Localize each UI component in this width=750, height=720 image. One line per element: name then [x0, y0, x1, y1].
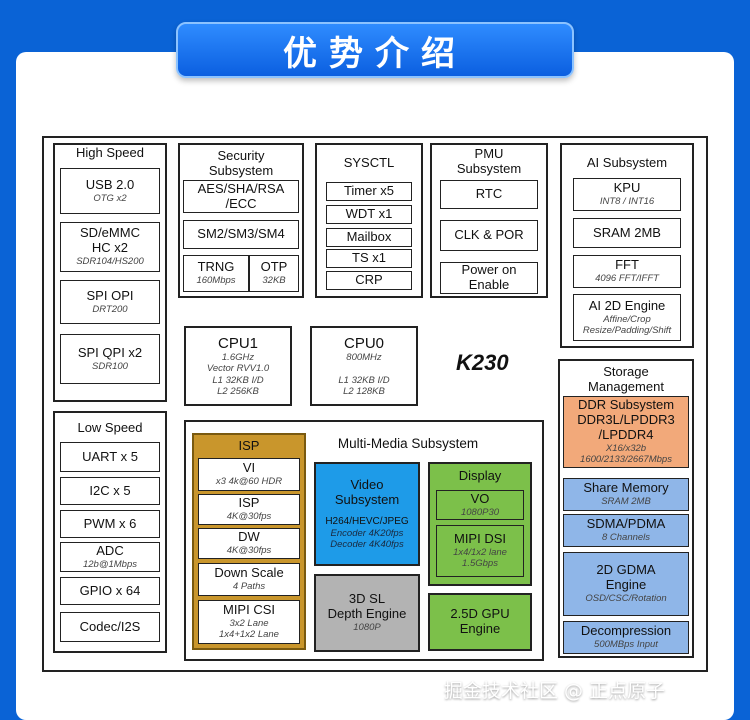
- isp-item-label: DW: [238, 529, 260, 545]
- low-speed-item-label: PWM x 6: [83, 515, 137, 531]
- page-title-banner: 优势介绍: [176, 22, 574, 78]
- sm-block: SM2/SM3/SM4: [183, 220, 299, 249]
- high-speed-item-detail: DRT200: [92, 303, 128, 315]
- low-speed-item-detail: 12b@1Mbps: [82, 558, 137, 570]
- clk-por-block: CLK & POR: [440, 220, 538, 251]
- multimedia-title: Multi-Media Subsystem: [337, 436, 479, 451]
- isp-item-label: Down Scale: [214, 565, 284, 581]
- isp-item-label: ISP: [238, 495, 260, 511]
- high-speed-item-detail: SDR104/HS200: [76, 256, 144, 268]
- sysctl-item: Mailbox: [326, 228, 412, 247]
- isp-title: ISP: [238, 438, 260, 453]
- low-speed-item-label: UART x 5: [82, 448, 138, 464]
- sysctl-title: SYSCTL: [343, 155, 395, 170]
- high-speed-title: High Speed: [76, 145, 144, 160]
- low-speed-item: PWM x 6: [60, 510, 160, 538]
- low-speed-item: UART x 5: [60, 442, 160, 472]
- isp-item-label: MIPI CSI: [222, 602, 275, 618]
- display-group: [428, 462, 532, 586]
- high-speed-item-label: USB 2.0: [85, 176, 135, 192]
- isp-item-detail: 4 Paths: [232, 581, 266, 593]
- high-speed-item-detail: OTG x2: [93, 192, 127, 204]
- aes-block: AES/SHA/RSA /ECC: [183, 180, 299, 213]
- sysctl-item: TS x1: [326, 249, 412, 268]
- sysctl-group: [315, 143, 423, 298]
- storage-title: Storage Management: [588, 364, 664, 394]
- depth-engine-block: 3D SL Depth Engine 1080P: [314, 574, 420, 652]
- low-speed-item-label: ADC: [96, 542, 124, 558]
- security-title: Security Subsystem: [208, 148, 274, 178]
- low-speed-item: I2C x 5: [60, 477, 160, 505]
- sysctl-item: WDT x1: [326, 205, 412, 224]
- watermark: 掘金技术社区 @ 正点原子: [444, 680, 666, 702]
- high-speed-group: [53, 143, 167, 402]
- isp-item-detail: 3x2 Lane 1x4+1x2 Lane: [219, 618, 279, 641]
- low-speed-item-label: GPIO x 64: [79, 582, 141, 598]
- sysctl-item: Timer x5: [326, 182, 412, 201]
- sysctl-item-label: Timer x5: [343, 183, 395, 199]
- isp-item-detail: x3 4k@60 HDR: [215, 476, 283, 488]
- low-speed-item: GPIO x 64: [60, 577, 160, 605]
- isp-item-label: VI: [242, 460, 256, 476]
- ai-subsystem: [560, 143, 694, 348]
- chip-name: K230: [456, 350, 509, 375]
- sysctl-item: CRP: [326, 271, 412, 290]
- power-on-enable-block: Power on Enable: [440, 262, 538, 294]
- sysctl-item-label: Mailbox: [346, 229, 392, 245]
- sysctl-item-label: CRP: [355, 272, 383, 288]
- isp-item-detail: 4K@30fps: [226, 511, 272, 523]
- ai-sram-block: SRAM 2MB: [573, 218, 681, 248]
- high-speed-item-label: SD/eMMC HC x2: [80, 225, 140, 256]
- low-speed-item-label: I2C x 5: [89, 482, 131, 498]
- isp-item-detail: 4K@30fps: [226, 545, 272, 557]
- high-speed-item-label: SPI OPI: [86, 287, 134, 303]
- low-speed-title: Low Speed: [77, 420, 143, 435]
- low-speed-item-label: Codec/I2S: [79, 618, 141, 634]
- sysctl-item-label: TS x1: [352, 250, 386, 266]
- video-subsystem: Video Subsystem H264/HEVC/JPEG Encoder 4…: [314, 462, 420, 566]
- ai-title: AI Subsystem: [586, 155, 668, 170]
- high-speed-item-detail: SDR100: [92, 360, 128, 372]
- display-title: Display: [458, 468, 502, 483]
- rtc-block: RTC: [440, 180, 538, 209]
- gpu-block: 2.5D GPU Engine: [428, 593, 532, 651]
- pmu-title: PMU Subsystem: [456, 146, 522, 176]
- sysctl-item-label: WDT x1: [345, 206, 393, 222]
- low-speed-item: Codec/I2S: [60, 612, 160, 642]
- high-speed-item-label: SPI QPI x2: [77, 344, 143, 360]
